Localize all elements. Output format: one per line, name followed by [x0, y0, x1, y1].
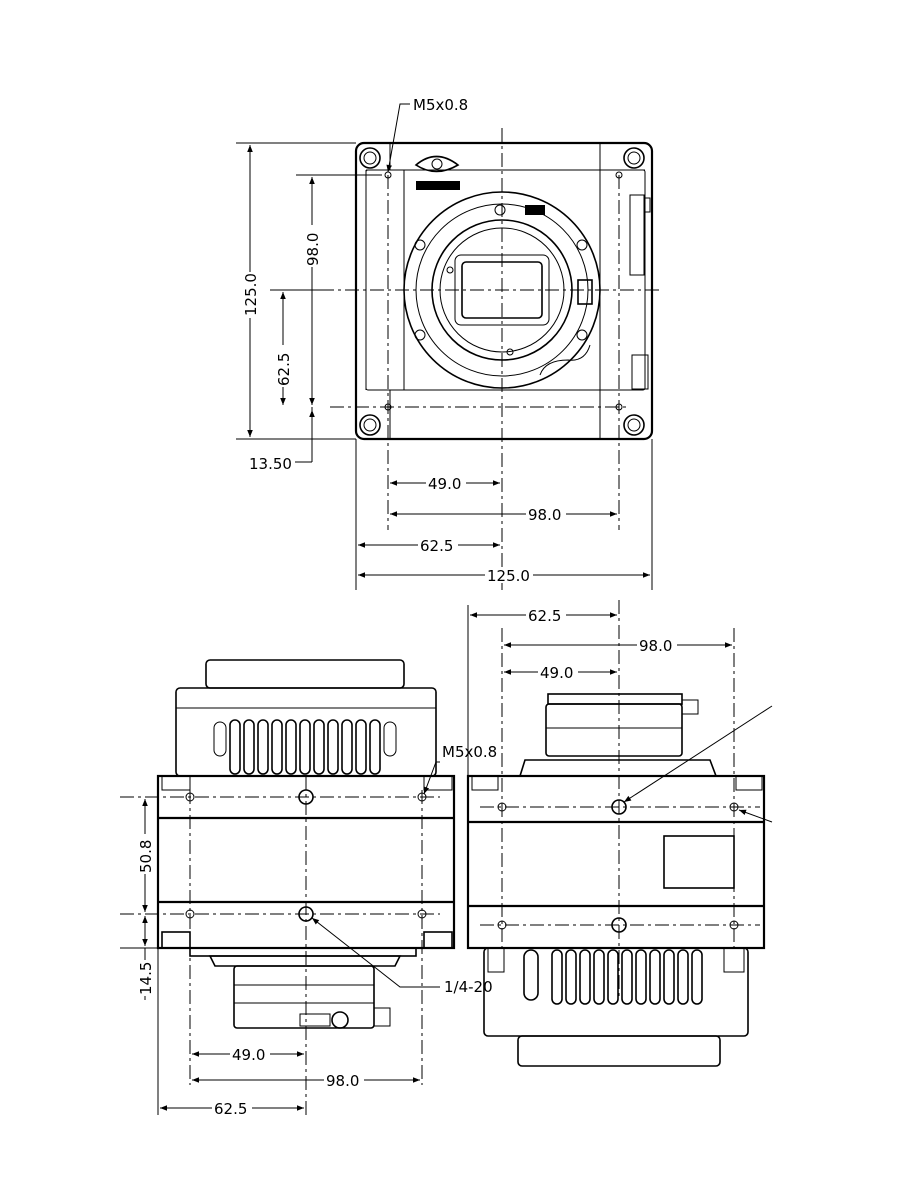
label-v-50-8: 50.8	[137, 840, 155, 873]
label-thread-top: M5x0.8	[413, 96, 468, 114]
label-v-125: 125.0	[242, 273, 260, 316]
label-h-49: 49.0	[428, 475, 461, 493]
label-bottom-98: 98.0	[326, 1072, 359, 1090]
dimension-labels: M5x0.8 125.0 98.0 62.5 13.50 49.0 98.0 6…	[137, 96, 677, 1118]
vent-fins-bottom	[488, 948, 744, 1004]
label-tripod: 1/4-20	[444, 978, 493, 996]
label-bottom-62-5: 62.5	[214, 1100, 247, 1118]
vent-fins	[214, 720, 396, 774]
side-view-right	[468, 600, 772, 1066]
label-v-62-5: 62.5	[275, 353, 293, 386]
label-right-98: 98.0	[639, 637, 672, 655]
label-v-98: 98.0	[304, 233, 322, 266]
label-bottom-49: 49.0	[232, 1046, 265, 1064]
logo-icon	[416, 157, 460, 191]
label-v-13-50: 13.50	[249, 455, 292, 473]
front-view	[236, 104, 662, 590]
label-thread-side: M5x0.8	[442, 743, 497, 761]
label-h-98: 98.0	[528, 506, 561, 524]
label-v-14-5: 14.5	[137, 962, 155, 995]
label-right-62-5: 62.5	[528, 607, 561, 625]
label-h-62-5: 62.5	[420, 537, 453, 555]
label-h-125: 125.0	[487, 567, 530, 585]
side-view-left	[120, 660, 454, 1115]
label-right-49: 49.0	[540, 664, 573, 682]
